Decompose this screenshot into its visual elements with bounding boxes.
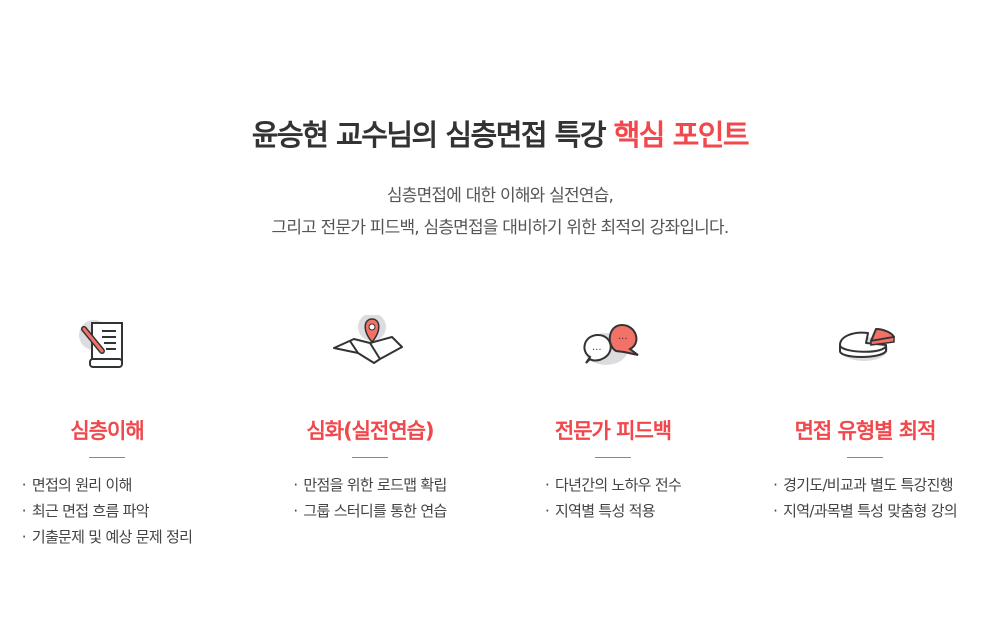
list-item: 최근 면접 흐름 파악: [22, 498, 192, 524]
page-title: 윤승현 교수님의 심층면접 특강 핵심 포인트: [0, 112, 1000, 154]
point-card-2: 심화(실전연습) 만점을 위한 로드맵 확립 그룹 스터디를 통한 연습: [240, 300, 500, 524]
point-card-1: 심층이해 면접의 원리 이해 최근 면접 흐름 파악 기출문제 및 예상 문제 …: [0, 300, 237, 550]
point-list: 경기도/비교과 별도 특강진행 지역/과목별 특성 맞춤형 강의: [773, 472, 957, 524]
map-pin-icon: [240, 300, 500, 390]
subtitle-line-2: 그리고 전문가 피드백, 심층면접을 대비하기 위한 최적의 강좌입니다.: [271, 218, 730, 238]
divider: [352, 457, 388, 458]
speech-bubbles-icon: ... ...: [483, 300, 743, 390]
list-item: 그룹 스터디를 통한 연습: [293, 498, 447, 524]
point-list: 다년간의 노하우 전수 지역별 특성 적용: [545, 472, 682, 524]
svg-text:...: ...: [618, 331, 628, 342]
pencil-document-icon: [0, 300, 237, 390]
list-item: 경기도/비교과 별도 특강진행: [773, 472, 957, 498]
divider: [89, 457, 125, 458]
point-title: 면접 유형별 최적: [794, 419, 937, 443]
point-title: 심화(실전연습): [306, 419, 434, 443]
divider: [847, 457, 883, 458]
point-list: 면접의 원리 이해 최근 면접 흐름 파악 기출문제 및 예상 문제 정리: [22, 472, 193, 550]
list-item: 다년간의 노하우 전수: [545, 472, 682, 498]
list-item: 만점을 위한 로드맵 확립: [293, 472, 447, 498]
pie-chart-icon: [735, 300, 995, 390]
title-main: 윤승현 교수님의 심층면접 특강: [251, 118, 614, 152]
title-highlight: 핵심 포인트: [613, 118, 750, 152]
point-title: 심층이해: [70, 419, 144, 443]
point-card-4: 면접 유형별 최적 경기도/비교과 별도 특강진행 지역/과목별 특성 맞춤형 …: [735, 300, 995, 524]
svg-text:...: ...: [592, 342, 602, 353]
list-item: 지역/과목별 특성 맞춤형 강의: [773, 498, 957, 524]
divider: [595, 457, 631, 458]
point-card-3: ... ... 전문가 피드백 다년간의 노하우 전수 지역별 특성 적용: [483, 300, 743, 524]
list-item: 면접의 원리 이해: [22, 472, 192, 498]
list-item: 지역별 특성 적용: [545, 498, 681, 524]
subtitle-line-1: 심층면접에 대한 이해와 실전연습,: [386, 186, 614, 206]
point-title: 전문가 피드백: [554, 419, 672, 443]
point-list: 만점을 위한 로드맵 확립 그룹 스터디를 통한 연습: [293, 472, 447, 524]
list-item: 기출문제 및 예상 문제 정리: [22, 524, 193, 550]
